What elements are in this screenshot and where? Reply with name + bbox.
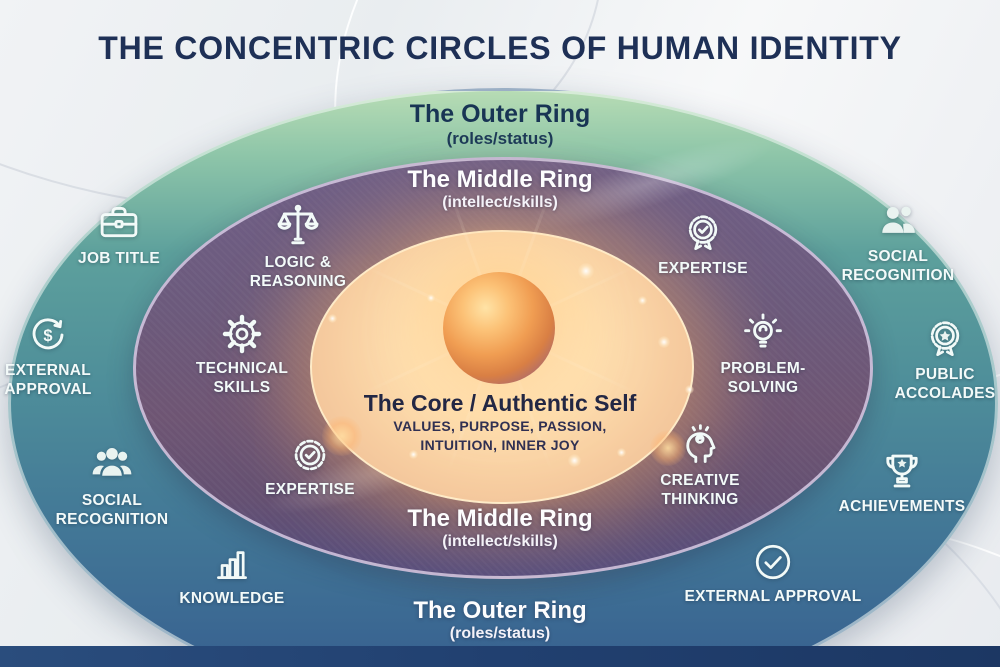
label-text: KNOWLEDGE	[179, 590, 285, 607]
label-text: EXTERNAL APPROVAL	[4, 362, 92, 399]
label-text: SOCIAL RECOGNITION	[841, 248, 955, 285]
middle-ring-top-subtitle: (intellect/skills)	[442, 194, 558, 211]
label-text: PUBLIC ACCOLADES	[894, 366, 996, 403]
trophy-star-icon	[886, 454, 918, 488]
core-title: The Core / Authentic Self	[363, 390, 637, 416]
label-knowledge: KNOWLEDGE	[152, 542, 312, 608]
middle-ring-bottom-title: The Middle Ring	[407, 505, 593, 532]
briefcase-icon	[100, 206, 138, 238]
label-text: EXPERTISE	[658, 260, 748, 277]
head-idea-icon	[686, 424, 716, 463]
label-job-title: JOB TITLE	[49, 200, 189, 268]
outer-ring-top-label: The Outer Ring (roles/status)	[410, 100, 591, 149]
middle-ring-bottom-subtitle: (intellect/skills)	[442, 533, 558, 550]
label-social-recognition-bottom: SOCIAL RECOGNITION	[37, 440, 187, 529]
people-three-icon	[92, 448, 132, 476]
label-text: SOCIAL RECOGNITION	[55, 492, 169, 529]
label-text: ACHIEVEMENTS	[838, 498, 966, 515]
label-external-approval-left: $ EXTERNAL APPROVAL	[0, 312, 108, 399]
middle-ring-top-title: The Middle Ring	[407, 166, 593, 193]
label-text: EXPERTISE	[265, 481, 355, 498]
label-public-accolades: PUBLIC ACCOLADES	[885, 318, 1000, 403]
lightbulb-rays-icon	[744, 313, 782, 348]
core-subtitle-line2: INTUITION, INNER JOY	[420, 436, 580, 453]
core-subtitle-line1: VALUES, PURPOSE, PASSION,	[393, 418, 607, 434]
label-external-approval-bottom: EXTERNAL APPROVAL	[668, 540, 878, 606]
label-technical-skills: TECHNICAL SKILLS	[187, 312, 297, 397]
rosette-check-icon	[688, 215, 718, 251]
bar-chart-icon	[217, 551, 247, 579]
dollar-cycle-icon: $	[32, 318, 64, 350]
core-label: The Core / Authentic Self VALUES, PURPOS…	[364, 390, 637, 455]
check-circle-icon	[755, 544, 791, 580]
core-sphere	[443, 272, 555, 384]
gear-icon	[222, 314, 262, 354]
outer-ring-top-title: The Outer Ring	[409, 100, 591, 128]
rosette-star-icon	[930, 321, 960, 357]
label-expertise-bottom: EXPERTISE	[240, 433, 380, 499]
svg-text:$: $	[43, 327, 52, 345]
label-text: CREATIVE THINKING	[660, 472, 740, 509]
badge-check-icon	[294, 439, 326, 471]
scales-icon	[277, 204, 319, 245]
bottom-accent-bar	[0, 646, 1000, 667]
middle-ring-top-label: The Middle Ring (intellect/skills)	[407, 166, 592, 212]
middle-ring-bottom-label: The Middle Ring (intellect/skills)	[407, 505, 592, 551]
outer-ring-bottom-subtitle: (roles/status)	[449, 625, 551, 642]
label-achievements: ACHIEVEMENTS	[817, 448, 987, 516]
label-creative-thinking: CREATIVE THINKING	[645, 422, 755, 509]
label-logic-reasoning: LOGIC & REASONING	[238, 202, 358, 291]
outer-ring-bottom-label: The Outer Ring (roles/status)	[413, 597, 586, 643]
label-social-recognition-top: SOCIAL RECOGNITION	[823, 198, 973, 285]
label-expertise-top: EXPERTISE	[633, 212, 773, 278]
label-text: LOGIC & REASONING	[249, 254, 347, 291]
label-text: EXTERNAL APPROVAL	[684, 588, 862, 605]
outer-ring-bottom-title: The Outer Ring	[413, 597, 587, 624]
page-title: THE CONCENTRIC CIRCLES OF HUMAN IDENTITY	[98, 30, 902, 66]
label-text: TECHNICAL SKILLS	[195, 360, 289, 397]
label-text: PROBLEM-SOLVING	[720, 360, 806, 397]
label-text: JOB TITLE	[78, 250, 160, 267]
label-problem-solving: PROBLEM-SOLVING	[708, 310, 818, 397]
people-two-icon	[882, 206, 915, 233]
outer-ring-top-subtitle: (roles/status)	[446, 129, 554, 148]
